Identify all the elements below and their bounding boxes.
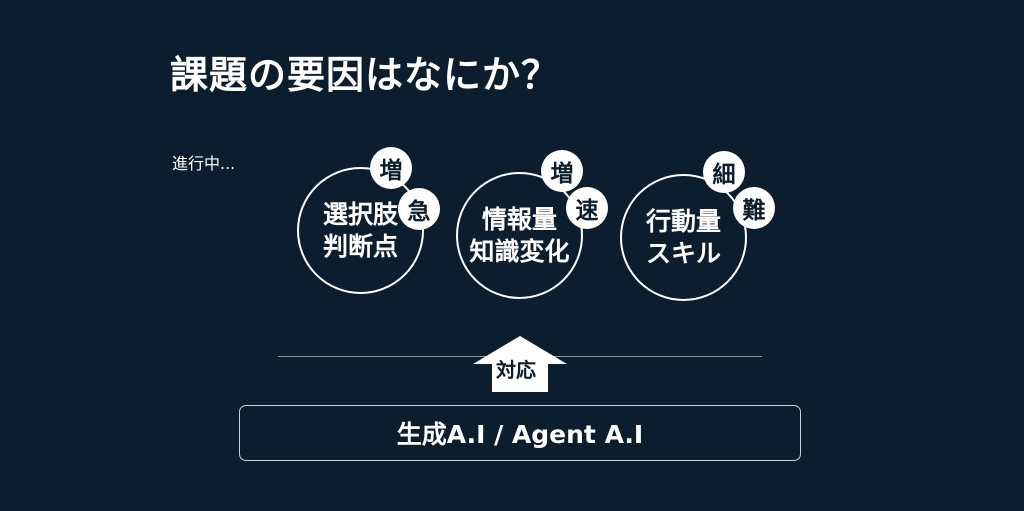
factor-line-2: スキル [645, 238, 721, 268]
badge-increase: 増 [541, 150, 583, 192]
ai-banner: 生成A.I / Agent A.I [239, 405, 801, 461]
factor-line-2: 知識変化 [469, 236, 570, 266]
badge-sudden: 急 [398, 188, 440, 230]
factor-line-2: 判断点 [322, 231, 398, 261]
badge-difficult: 難 [733, 187, 775, 229]
arrow-label: 対応 [496, 358, 536, 382]
up-arrow-icon [473, 336, 567, 392]
status-text: 進行中... [172, 154, 236, 173]
slide-title: 課題の要因はなにか？ [170, 53, 561, 97]
factor-line-1: 選択肢 [322, 200, 398, 230]
factor-circle-information: 情報量 知識変化 [456, 172, 583, 299]
badge-fine: 細 [703, 151, 745, 193]
factor-line-1: 情報量 [481, 205, 557, 235]
factor-circle-choices: 選択肢 判断点 [297, 167, 424, 294]
badge-speed: 速 [566, 187, 608, 229]
factor-circle-actions: 行動量 スキル [620, 174, 747, 301]
factor-line-1: 行動量 [645, 207, 721, 237]
badge-increase: 増 [370, 147, 412, 189]
